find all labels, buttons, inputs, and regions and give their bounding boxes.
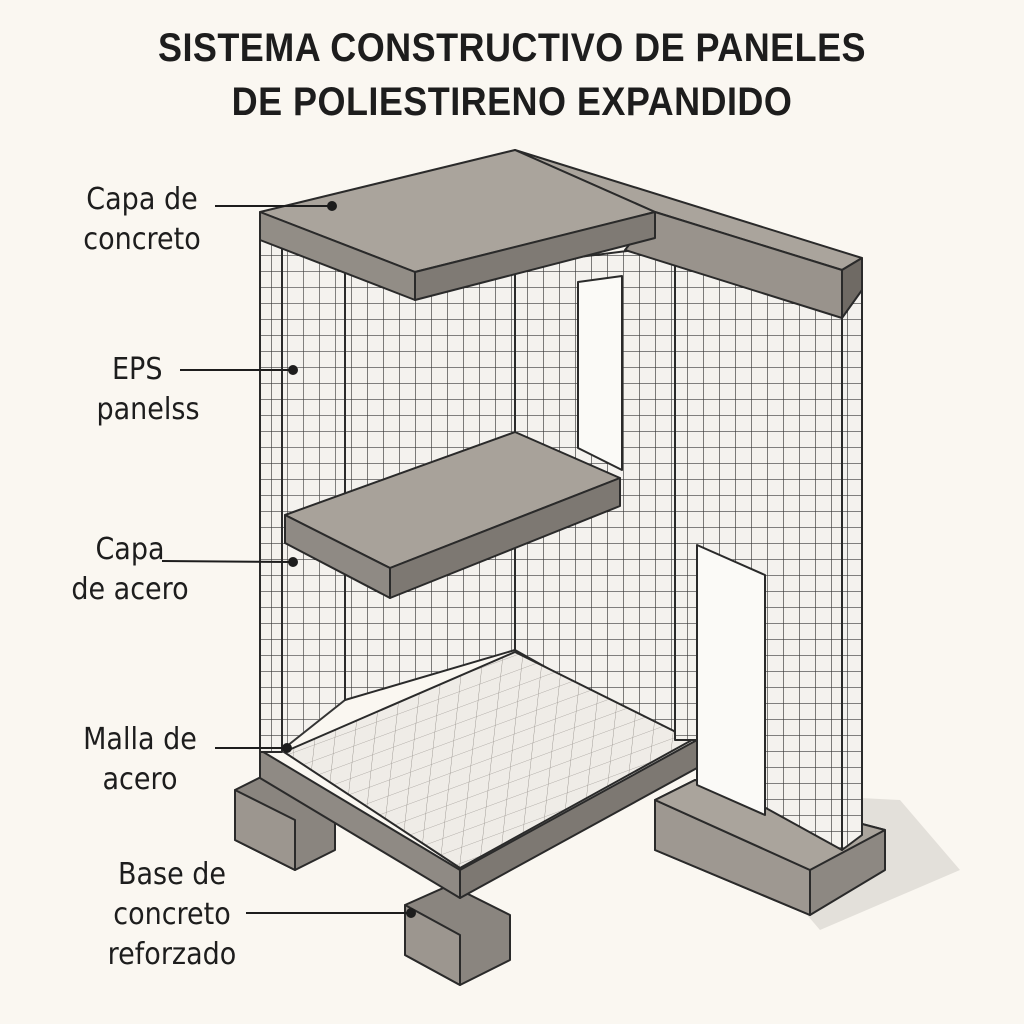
- label-malla-acero: Malla de acero: [68, 720, 212, 800]
- label-line: panelss: [96, 392, 200, 427]
- window: [577, 275, 623, 471]
- label-line: Capa: [95, 532, 165, 567]
- label-capa-concreto: Capa de concreto: [70, 180, 214, 260]
- label-base-concreto: Base de concreto reforzado: [100, 855, 244, 975]
- door: [696, 544, 766, 816]
- label-line: Base de: [117, 857, 227, 892]
- right-wall-end: [841, 289, 863, 851]
- label-line: Malla de: [83, 722, 197, 757]
- left-wall-inner: [281, 231, 346, 751]
- label-line: EPS: [112, 352, 163, 387]
- label-line: acero: [102, 762, 178, 797]
- eps-panel-left-edge: [259, 214, 283, 753]
- title-line-1: SISTEMA CONSTRUCTIVO DE PANELES: [157, 26, 866, 70]
- title-line-2: DE POLIESTIRENO EXPANDIDO: [231, 80, 793, 124]
- leader-capa-acero: [161, 560, 293, 563]
- label-line: concreto: [113, 897, 231, 932]
- label-capa-acero: Capa de acero: [58, 530, 202, 610]
- label-line: concreto: [83, 222, 201, 257]
- top-beam-end: [841, 257, 863, 319]
- label-line: de acero: [71, 572, 189, 607]
- concrete-footings: [234, 769, 886, 986]
- label-line: Capa de: [86, 182, 198, 217]
- label-line: reforzado: [107, 937, 237, 972]
- label-eps-panels: EPS panelss: [76, 350, 220, 430]
